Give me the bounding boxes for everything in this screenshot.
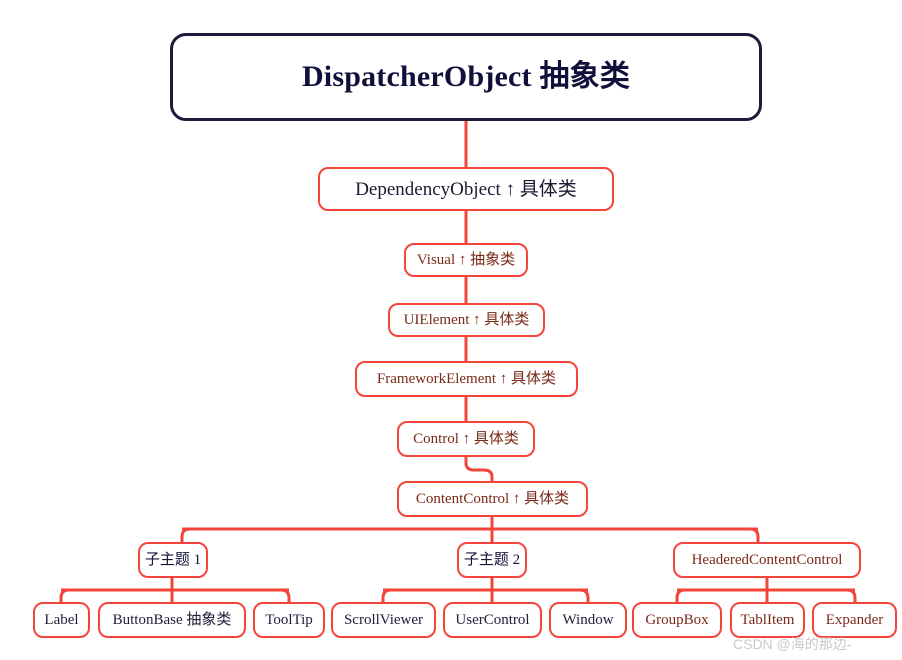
node-label[interactable]: Label: [33, 602, 90, 638]
node-usercontrol-label: UserControl: [455, 611, 530, 628]
node-buttonbase-label: ButtonBase 抽象类: [112, 611, 232, 628]
node-subtopic-1-label: 子主题 1: [144, 551, 202, 568]
node-scrollviewer[interactable]: ScrollViewer: [331, 602, 436, 638]
node-window-label: Window: [562, 611, 614, 628]
node-frameworkelement-label: FrameworkElement ↑ 具体类: [376, 370, 557, 387]
node-uielement-label: UIElement ↑ 具体类: [403, 311, 530, 328]
node-groupbox-label: GroupBox: [645, 611, 709, 628]
node-expander[interactable]: Expander: [812, 602, 897, 638]
node-subtopic-1[interactable]: 子主题 1: [138, 542, 208, 578]
edge-bus-to-subtopic-1: [180, 527, 192, 544]
watermark: CSDN @海的那边-: [733, 636, 852, 652]
node-label-label: Label: [44, 611, 79, 628]
node-usercontrol[interactable]: UserControl: [443, 602, 542, 638]
edge-subtopic-2-to-window: [578, 588, 590, 604]
edge-hcc-to-groupbox: [675, 588, 687, 604]
node-subtopic-2[interactable]: 子主题 2: [457, 542, 527, 578]
node-groupbox[interactable]: GroupBox: [632, 602, 722, 638]
node-tooltip[interactable]: ToolTip: [253, 602, 325, 638]
edge-hcc-to-expander: [845, 588, 857, 604]
node-headeredcontentcontrol-label: HeaderedContentControl: [691, 551, 843, 568]
node-buttonbase[interactable]: ButtonBase 抽象类: [98, 602, 246, 638]
node-tablitem[interactable]: TablItem: [730, 602, 805, 638]
edge-subtopic-1-to-label: [59, 588, 71, 604]
node-contentcontrol-label: ContentControl ↑ 具体类: [415, 490, 570, 507]
node-dispatcherobject-label: DispatcherObject 抽象类: [301, 60, 631, 93]
node-window[interactable]: Window: [549, 602, 627, 638]
edge-subtopic-1-to-tooltip: [279, 588, 291, 604]
node-control[interactable]: Control ↑ 具体类: [397, 421, 535, 457]
node-scrollviewer-label: ScrollViewer: [343, 611, 424, 628]
node-frameworkelement[interactable]: FrameworkElement ↑ 具体类: [355, 361, 578, 397]
edge-bus-to-headeredcontentcontrol: [748, 527, 760, 544]
edge-control-to-contentcontrol: [464, 455, 494, 483]
node-contentcontrol[interactable]: ContentControl ↑ 具体类: [397, 481, 588, 517]
node-uielement[interactable]: UIElement ↑ 具体类: [388, 303, 545, 337]
node-headeredcontentcontrol[interactable]: HeaderedContentControl: [673, 542, 861, 578]
node-expander-label: Expander: [825, 611, 884, 628]
node-dependencyobject[interactable]: DependencyObject ↑ 具体类: [318, 167, 614, 211]
node-dispatcherobject[interactable]: DispatcherObject 抽象类: [170, 33, 762, 121]
node-control-label: Control ↑ 具体类: [413, 430, 519, 447]
node-dependencyobject-label: DependencyObject ↑ 具体类: [355, 178, 577, 200]
node-subtopic-2-label: 子主题 2: [463, 551, 521, 568]
node-visual[interactable]: Visual ↑ 抽象类: [404, 243, 528, 277]
node-tablitem-label: TablItem: [740, 611, 795, 628]
node-visual-label: Visual ↑ 抽象类: [416, 251, 516, 268]
node-tooltip-label: ToolTip: [265, 611, 313, 628]
edge-subtopic-2-to-scrollviewer: [381, 588, 393, 604]
